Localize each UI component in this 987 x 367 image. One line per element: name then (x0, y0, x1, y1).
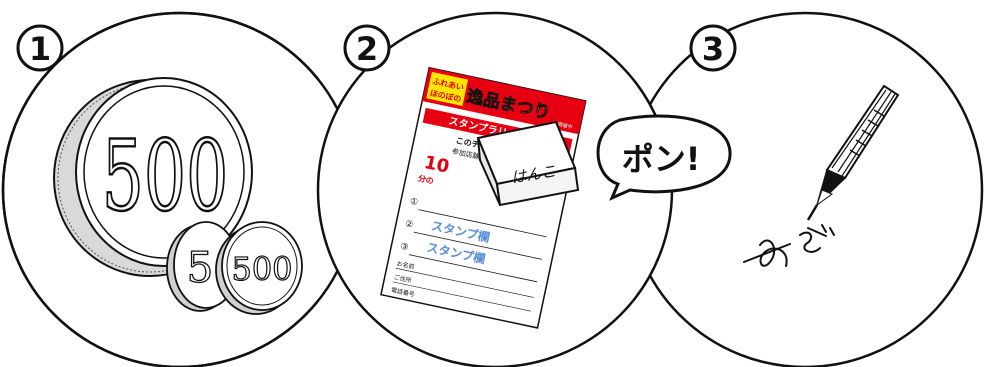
pen-illustration (806, 84, 900, 221)
flyer-circle-2: ② (404, 219, 414, 230)
step-badge-1: 1 (16, 24, 64, 72)
large-coin-value: 500 (102, 119, 229, 232)
flyer-partial-text: 分の (417, 173, 435, 186)
small-coin-back-value: 5 (187, 243, 214, 292)
small-coin-front-value: 500 (231, 250, 292, 288)
flyer-field-name: お名前 (396, 259, 415, 271)
circle-overlap-arcs (1, 11, 318, 367)
flyer-field-address: ご住所 (393, 273, 412, 285)
step-badge-3: 3 (689, 24, 737, 72)
flyer-title-sub: 開催中 (557, 121, 573, 131)
hanko-stamp: はんこ (476, 120, 580, 207)
step-number-1: 1 (29, 30, 51, 68)
speech-text: ポン! (622, 140, 701, 178)
small-coin-front (221, 221, 303, 311)
step-badge-2: 2 (343, 24, 391, 72)
coins-illustration: 500 5 500 (53, 77, 303, 315)
large-coin-500 (75, 77, 253, 267)
step-number-3: 3 (702, 30, 724, 68)
flyer-circle-1: ① (409, 197, 419, 208)
flyer-big-number: 10 (422, 152, 451, 178)
flyer-circle-3: ③ (399, 242, 409, 253)
step-number-2: 2 (356, 30, 378, 68)
signature: お名 (743, 224, 835, 267)
speech-bubble: ポン! (596, 114, 732, 201)
